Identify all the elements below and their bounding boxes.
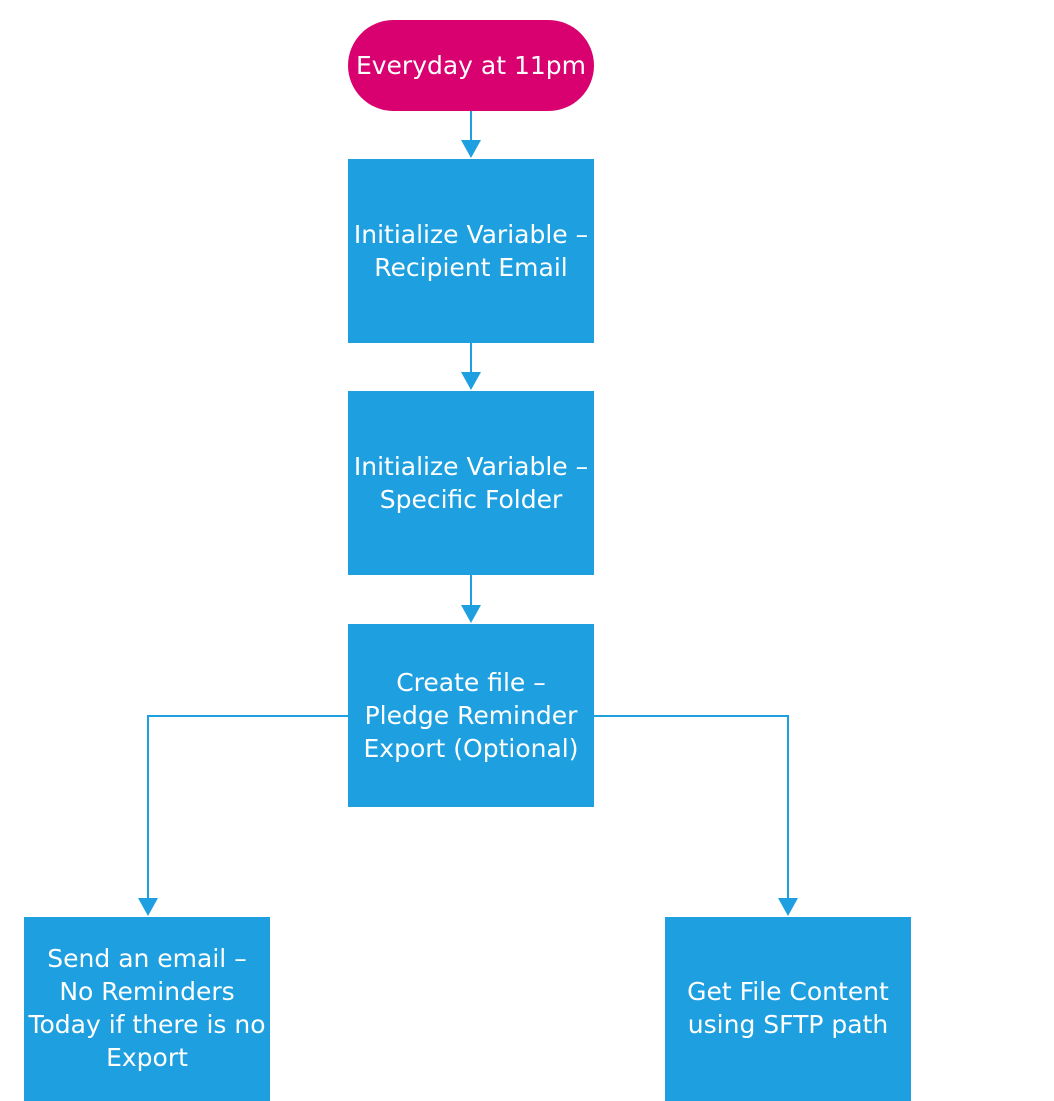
- node-label-line: Pledge Reminder: [364, 701, 578, 730]
- start-trigger-label: Everyday at 11pm: [355, 51, 587, 80]
- create-file-node[interactable]: Create file – Pledge Reminder Export (Op…: [348, 624, 594, 807]
- arrowhead-sftp: [778, 898, 798, 916]
- node-label-line: Get File Content: [687, 977, 889, 1006]
- arrowhead-recipient: [461, 140, 481, 158]
- node-label-line: using SFTP path: [687, 1010, 889, 1039]
- node-label-line: Specific Folder: [379, 485, 563, 514]
- node-label-line: Create file –: [396, 668, 546, 697]
- node-label-line: Initialize Variable –: [353, 220, 589, 249]
- send-email-node[interactable]: Send an email – No Reminders Today if th…: [24, 917, 270, 1101]
- node-label-line: Export: [106, 1043, 188, 1072]
- node-label-line: No Reminders: [59, 977, 235, 1006]
- init-recipient-email-node[interactable]: Initialize Variable – Recipient Email: [348, 159, 594, 343]
- arrowhead-create: [461, 605, 481, 623]
- node-label-line: Export (Optional): [363, 734, 579, 763]
- get-file-content-node[interactable]: Get File Content using SFTP path: [665, 917, 911, 1101]
- node-label-line: Initialize Variable –: [353, 452, 589, 481]
- start-trigger-node[interactable]: Everyday at 11pm: [348, 20, 594, 111]
- arrowhead-folder: [461, 372, 481, 390]
- connector-layer: [138, 111, 798, 916]
- edge-create-email: [147, 715, 348, 900]
- node-label-line: Send an email –: [47, 944, 247, 973]
- node-label-line: Recipient Email: [374, 253, 568, 282]
- init-specific-folder-node[interactable]: Initialize Variable – Specific Folder: [348, 391, 594, 575]
- arrowhead-email: [138, 898, 158, 916]
- node-label-line: Today if there is no: [28, 1010, 266, 1039]
- edge-create-sftp: [594, 715, 789, 900]
